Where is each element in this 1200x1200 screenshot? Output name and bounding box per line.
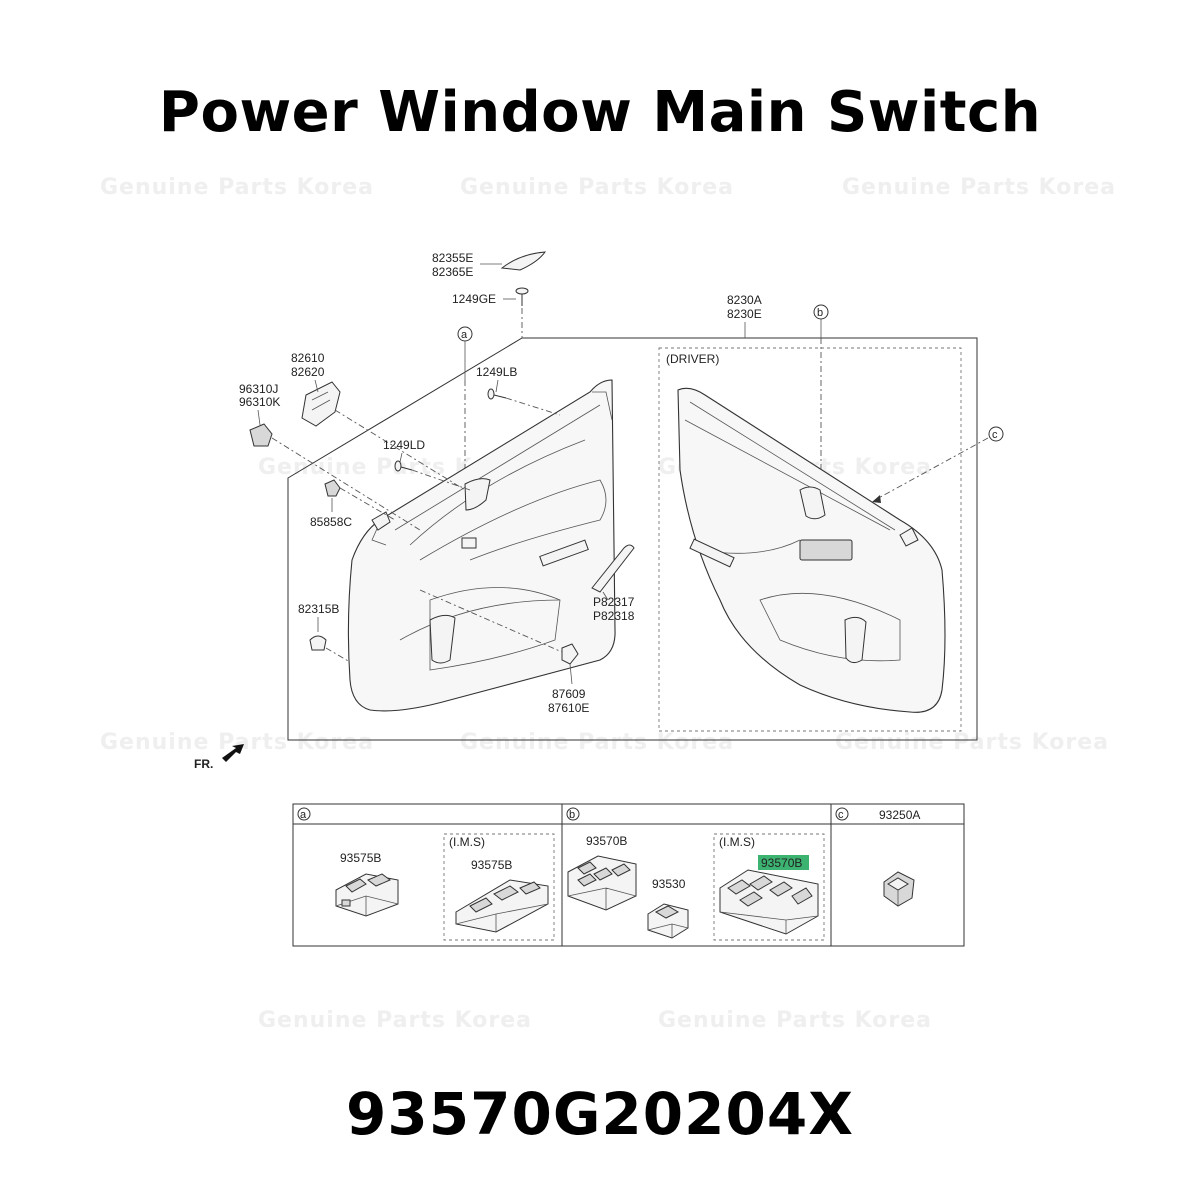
callout-label: 82365E	[432, 265, 473, 279]
trim-fastener	[324, 479, 341, 497]
driver-box	[658, 347, 962, 732]
ims-box-a	[443, 833, 555, 941]
part-number: 93570G20204X	[346, 1080, 854, 1148]
door-handle-left	[464, 478, 491, 511]
callout-label: 96310K	[239, 395, 280, 409]
inside-handle	[301, 381, 341, 427]
callout-label: P82318	[593, 609, 635, 623]
part-label: 93250A	[879, 808, 920, 822]
callout-label: 87610E	[548, 701, 589, 715]
trim-cover	[500, 251, 547, 271]
callout-label: 82355E	[432, 251, 473, 265]
screw	[515, 287, 529, 295]
callout-label: 85858C	[310, 515, 352, 529]
callout-label: 82315B	[298, 602, 339, 616]
pull-cup	[591, 544, 635, 593]
reference-table: a 93575B (I.M.S) 93575B b 93570B	[292, 803, 965, 947]
window-switch-ims-passenger	[455, 879, 549, 933]
callout-label: 82620	[291, 365, 325, 379]
callout-label: 8230A	[727, 293, 762, 307]
screw	[394, 460, 402, 472]
door-pocket	[429, 614, 456, 664]
callout-label: 1249GE	[452, 292, 496, 306]
part-label: 93530	[652, 877, 686, 891]
watermark: Genuine Parts Korea	[842, 175, 1116, 200]
callout-label: 1249LD	[383, 438, 425, 452]
door-pocket-right	[844, 616, 867, 664]
callout-circle-label: c	[992, 429, 998, 441]
assembly-frame	[287, 337, 978, 741]
table-circle-c	[835, 807, 849, 821]
watermark: Genuine Parts Korea	[658, 1008, 932, 1033]
ims-label: (I.M.S)	[449, 835, 485, 849]
callout-label: 96310J	[239, 382, 278, 396]
switch-location	[461, 537, 477, 549]
callout-label: 8230E	[727, 307, 762, 321]
screw	[487, 388, 495, 400]
watermark: Genuine Parts Korea	[460, 175, 734, 200]
callout-circle-label: a	[461, 329, 468, 341]
part-label: 93570B	[586, 834, 627, 848]
callout-label: P82317	[593, 595, 635, 609]
seat-switch	[883, 871, 915, 907]
ims-label: (I.M.S)	[719, 835, 755, 849]
part-label: 93575B	[471, 858, 512, 872]
callout-label: 87609	[552, 687, 586, 701]
part-label-highlighted: 93570B	[761, 856, 802, 870]
trim-clip	[371, 511, 391, 531]
table-circle-a	[297, 807, 311, 821]
door-handle-right	[799, 486, 826, 520]
watermark: Genuine Parts Korea	[835, 730, 1109, 755]
pull-handle	[539, 539, 589, 567]
front-arrow-icon	[222, 744, 244, 762]
speaker-module	[249, 423, 273, 447]
part-label: 93575B	[340, 851, 381, 865]
window-switch-ims-driver	[719, 869, 819, 935]
pull-handle-right	[689, 538, 735, 568]
table-frame	[292, 803, 965, 947]
callout-circle-c	[988, 426, 1004, 442]
driver-switch-location	[799, 539, 853, 561]
trim-clip-right	[899, 527, 919, 547]
highlight-marker	[758, 855, 809, 870]
ims-box-b	[713, 833, 825, 941]
front-direction-label: FR.	[194, 757, 213, 771]
callout-circle-label: b	[817, 307, 823, 319]
watermark: Genuine Parts Korea	[460, 730, 734, 755]
driver-label: (DRIVER)	[666, 352, 719, 366]
table-circle-label: a	[300, 809, 307, 821]
page-title: Power Window Main Switch	[158, 80, 1042, 145]
exploded-view: 82355E 82365E 1249GE a b c 8230A 8230E (…	[194, 251, 1004, 771]
callout-label: 1249LB	[476, 365, 517, 379]
courtesy-lamp	[561, 643, 579, 665]
push-clip	[309, 635, 327, 651]
watermark: Genuine Parts Korea	[100, 175, 374, 200]
table-circle-label: b	[569, 809, 575, 821]
callout-label: 82610	[291, 351, 325, 365]
table-circle-label: c	[838, 809, 844, 821]
table-circle-b	[566, 807, 580, 821]
window-switch-passenger	[335, 873, 399, 917]
window-switch-driver	[567, 855, 637, 911]
single-window-switch	[647, 903, 689, 939]
watermark: Genuine Parts Korea	[258, 1008, 532, 1033]
